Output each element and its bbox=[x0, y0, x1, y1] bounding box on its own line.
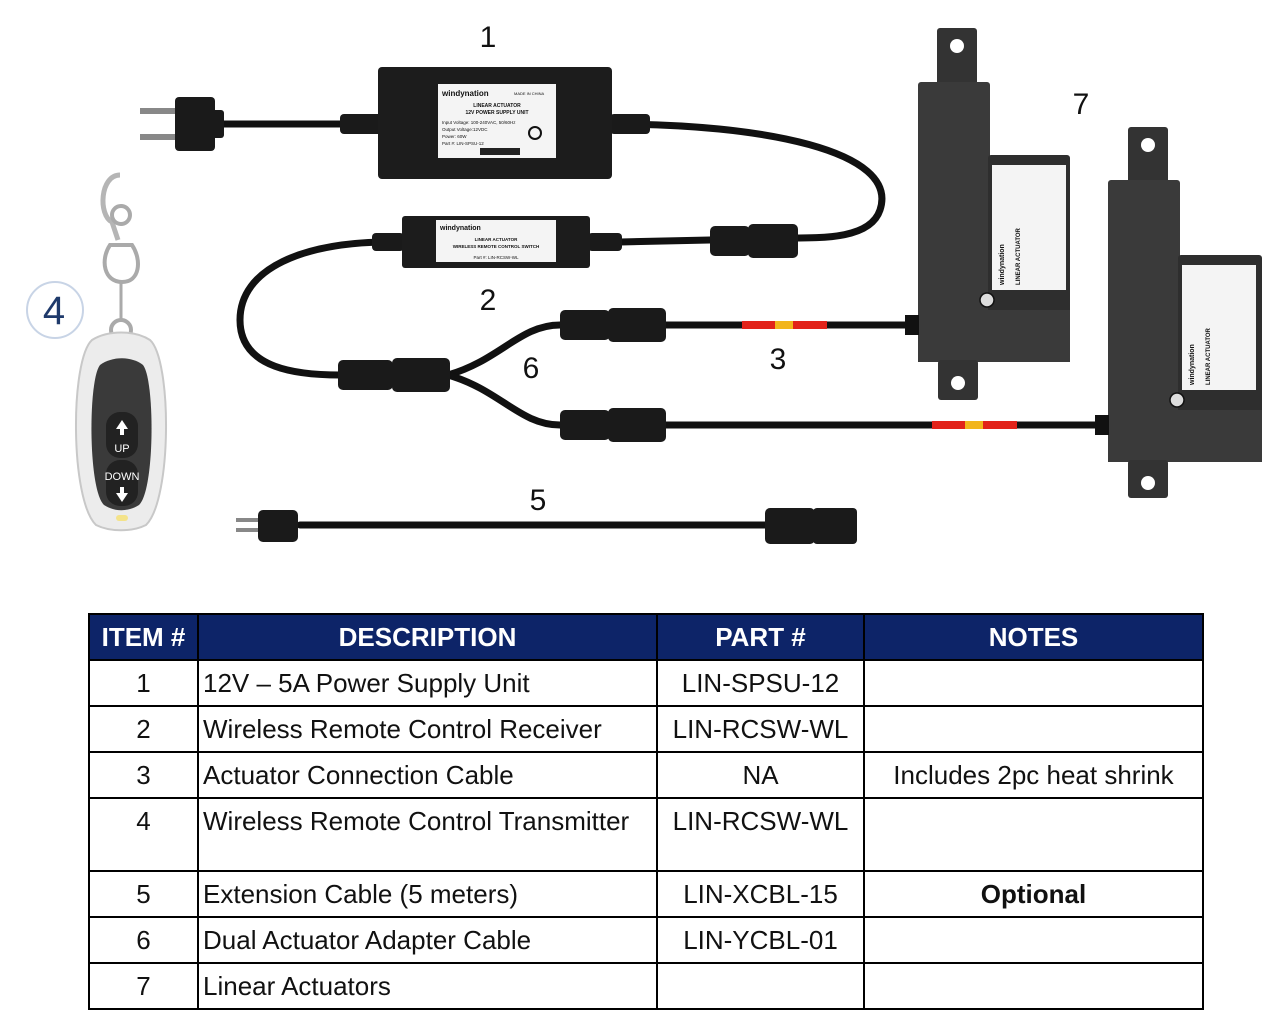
cell-item: 2 bbox=[88, 705, 199, 753]
barcode-icon bbox=[480, 148, 520, 155]
cell-description: 12V – 5A Power Supply Unit bbox=[197, 659, 658, 707]
cell-part: LIN-XCBL-15 bbox=[656, 870, 865, 918]
arrow-down-icon bbox=[116, 487, 128, 502]
power-supply-unit: windynation MADE IN CHINA LINEAR ACTUATO… bbox=[340, 67, 650, 179]
cell-description: Actuator Connection Cable bbox=[197, 751, 658, 799]
header-description: DESCRIPTION bbox=[197, 613, 658, 661]
callout-4: 4 bbox=[43, 289, 65, 333]
cell-notes: Includes 2pc heat shrink bbox=[863, 751, 1204, 799]
header-part: PART # bbox=[656, 613, 865, 661]
cell-part: LIN-SPSU-12 bbox=[656, 659, 865, 707]
header-notes: NOTES bbox=[863, 613, 1204, 661]
callout-6: 6 bbox=[523, 352, 540, 385]
ac-plug-icon bbox=[140, 97, 224, 151]
cell-description: Wireless Remote Control Receiver bbox=[197, 705, 658, 753]
y-adapter-cable bbox=[338, 308, 666, 442]
heat-shrink-markers bbox=[742, 321, 1017, 429]
receiver-subtitle: WIRELESS REMOTE CONTROL SWITCH bbox=[453, 244, 539, 249]
remote-receiver: windynation LINEAR ACTUATOR WIRELESS REM… bbox=[372, 216, 622, 268]
callout-7: 7 bbox=[1073, 88, 1090, 121]
cell-description: Dual Actuator Adapter Cable bbox=[197, 916, 658, 964]
cables bbox=[211, 120, 1104, 529]
cell-item: 3 bbox=[88, 751, 199, 799]
actuator-2-brand: windynation bbox=[1189, 344, 1196, 386]
table-row: 3 Actuator Connection Cable NA Includes … bbox=[88, 751, 1204, 799]
header-item: ITEM # bbox=[88, 613, 199, 661]
remote-down-label: DOWN bbox=[105, 471, 140, 483]
cell-part: LIN-RCSW-WL bbox=[656, 705, 865, 753]
psu-input: Input Voltage: 100-240VAC, 50/60Hz bbox=[442, 120, 516, 125]
callout-2: 2 bbox=[480, 284, 497, 317]
actuator-1-brand: windynation bbox=[999, 244, 1006, 286]
cell-part: LIN-YCBL-01 bbox=[656, 916, 865, 964]
table-row: 2 Wireless Remote Control Receiver LIN-R… bbox=[88, 705, 1204, 753]
cell-notes bbox=[863, 659, 1204, 707]
callout-1: 1 bbox=[480, 21, 497, 54]
psu-power: Power: 60W bbox=[442, 134, 467, 139]
psu-title: LINEAR ACTUATOR bbox=[473, 103, 521, 109]
receiver-part: Part #: LIN-RCSW-WL bbox=[474, 255, 519, 260]
cell-description: Linear Actuators bbox=[197, 962, 658, 1010]
cell-notes bbox=[863, 916, 1204, 964]
cell-notes bbox=[863, 962, 1204, 1010]
callout-5: 5 bbox=[530, 484, 547, 517]
wiring-diagram: windynation MADE IN CHINA LINEAR ACTUATO… bbox=[26, 21, 1262, 544]
psu-subtitle: 12V POWER SUPPLY UNIT bbox=[465, 110, 528, 116]
receiver-brand: windynation bbox=[439, 225, 481, 232]
keyring-icon bbox=[100, 172, 140, 342]
arrow-up-icon bbox=[116, 420, 128, 435]
table-row: 6 Dual Actuator Adapter Cable LIN-YCBL-0… bbox=[88, 916, 1204, 964]
parts-table: ITEM # DESCRIPTION PART # NOTES 1 12V – … bbox=[88, 613, 1204, 1010]
table-row: 1 12V – 5A Power Supply Unit LIN-SPSU-12 bbox=[88, 659, 1204, 707]
cell-item: 6 bbox=[88, 916, 199, 964]
cell-description: Extension Cable (5 meters) bbox=[197, 870, 658, 918]
psu-output: Output Voltage:12VDC bbox=[442, 127, 488, 132]
psu-part: Part #: LIN-SPSU-12 bbox=[442, 141, 484, 146]
actuator-1-label: LINEAR ACTUATOR bbox=[1016, 227, 1022, 285]
receiver-output-connector bbox=[710, 224, 798, 258]
cell-notes: Optional bbox=[863, 870, 1204, 918]
cell-part: LIN-RCSW-WL bbox=[656, 797, 865, 872]
cell-part bbox=[656, 962, 865, 1010]
cell-item: 5 bbox=[88, 870, 199, 918]
remote-transmitter: UP DOWN bbox=[74, 172, 168, 532]
cell-item: 1 bbox=[88, 659, 199, 707]
ce-mark-icon bbox=[528, 126, 542, 140]
callout-4-circle bbox=[26, 281, 84, 339]
table-row: 4 Wireless Remote Control Transmitter LI… bbox=[88, 797, 1204, 872]
receiver-title: LINEAR ACTUATOR bbox=[475, 237, 518, 242]
cell-item: 7 bbox=[88, 962, 199, 1010]
psu-made-in: MADE IN CHINA bbox=[514, 91, 545, 96]
table-row: 5 Extension Cable (5 meters) LIN-XCBL-15… bbox=[88, 870, 1204, 918]
cell-part: NA bbox=[656, 751, 865, 799]
callout-3: 3 bbox=[770, 343, 787, 376]
table-row: 7 Linear Actuators bbox=[88, 962, 1204, 1010]
extension-cable bbox=[236, 508, 857, 544]
table-header-row: ITEM # DESCRIPTION PART # NOTES bbox=[88, 613, 1204, 661]
cell-notes bbox=[863, 797, 1204, 872]
cell-item: 4 bbox=[88, 797, 199, 872]
cell-description: Wireless Remote Control Transmitter bbox=[197, 797, 658, 872]
actuator-2-label: LINEAR ACTUATOR bbox=[1206, 327, 1212, 385]
remote-up-label: UP bbox=[114, 443, 129, 455]
linear-actuator-2: LINEAR ACTUATOR windynation bbox=[1095, 127, 1262, 498]
cell-notes bbox=[863, 705, 1204, 753]
linear-actuator-1: LINEAR ACTUATOR windynation bbox=[905, 28, 1070, 400]
psu-brand: windynation bbox=[441, 89, 489, 98]
